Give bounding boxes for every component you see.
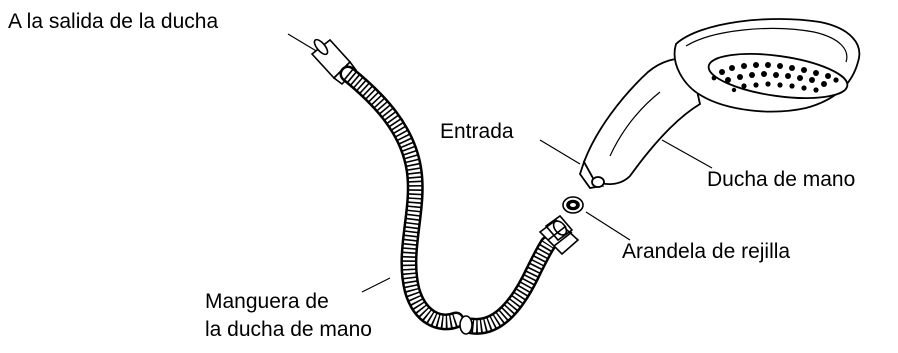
leader-inlet [539, 139, 581, 165]
handshower [579, 18, 861, 189]
hose-lower [459, 235, 557, 335]
label-screen-washer: Arandela de rejilla [622, 240, 791, 263]
spray-nozzles [711, 62, 839, 93]
label-inlet: Entrada [440, 120, 514, 143]
label-hose-line1: Manguera de [205, 290, 329, 313]
label-shower-outlet: A la salida de la ducha [8, 10, 219, 33]
leader-lines [287, 33, 713, 293]
screen-washer [562, 196, 584, 214]
label-hose-line2: la ducha de mano [205, 318, 372, 341]
leader-screen-washer [585, 211, 631, 241]
leader-hose [361, 277, 391, 293]
leader-handshower [661, 139, 713, 169]
hose-body [339, 65, 465, 331]
leader-shower-outlet [287, 33, 319, 53]
label-handshower: Ducha de mano [707, 168, 856, 191]
hose-nut [538, 214, 580, 256]
